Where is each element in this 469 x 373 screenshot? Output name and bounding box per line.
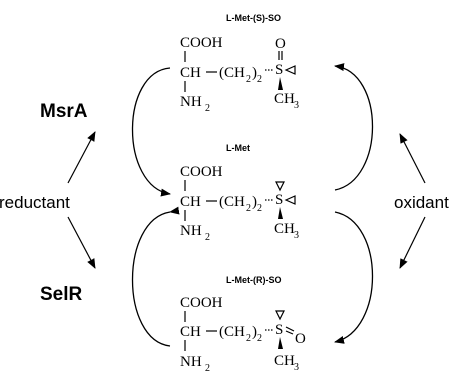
side-chain-open: (CH [219,194,245,210]
methyl-subscript: 3 [294,100,299,111]
arrow-oxidant-lower [399,216,426,269]
amino-subscript: 2 [205,363,210,373]
side-chain-count: 2 [257,74,262,85]
molecule-met: L-Met COOH CH (CH 2 ) 2 S NH 2 CH 3 [180,143,299,243]
amino-group: NH [180,354,202,370]
sulfur-atom: S [275,192,283,208]
amino-subscript: 2 [205,232,210,243]
methyl-group: CH [274,91,295,107]
molecule-title: L-Met [226,143,250,153]
amino-group: NH [180,223,202,239]
wedge-bond [278,77,283,90]
arrow-oxidant-upper [399,133,426,184]
side-chain-count: 2 [257,333,262,344]
carboxyl-group: COOH [180,35,223,51]
methyl-subscript: 3 [294,230,299,241]
side-chain-open: (CH [219,324,245,340]
sulfur-atom: S [275,62,283,78]
oxygen-atom: O [275,36,286,52]
wedge-bond [278,337,283,349]
alpha-carbon: CH [180,324,201,340]
lone-pair-icon [275,181,285,192]
side-chain-subscript: 2 [246,203,251,214]
carboxyl-group: COOH [180,295,223,311]
molecule-title: L-Met-(R)-SO [226,275,282,285]
lone-pair-icon [284,195,296,205]
methyl-subscript: 3 [294,362,299,373]
side-chain-open: (CH [219,65,245,81]
alpha-carbon: CH [180,194,201,210]
double-bond [285,330,294,335]
side-chain-count: 2 [257,203,262,214]
wedge-bond [278,207,283,219]
carboxyl-group: COOH [180,164,223,180]
methyl-group: CH [274,353,295,369]
double-bond [285,326,295,332]
side-chain-close: ) [252,65,257,81]
enzyme-label-msra: MsrA [40,101,88,122]
amino-subscript: 2 [205,103,210,114]
side-chain-subscript: 2 [246,333,251,344]
lone-pair-icon [275,310,285,321]
arrow-reductant-to-msra [67,131,96,184]
sulfur-atom: S [275,322,283,338]
molecule-met-s-so: L-Met-(S)-SO COOH CH (CH 2 ) 2 S O NH 2 … [180,13,299,114]
oxygen-atom: O [295,331,306,347]
oxidation-arc-upper [334,63,373,191]
lone-pair-icon [284,65,296,75]
side-chain-close: ) [252,324,257,340]
side-chain-close: ) [252,194,257,210]
side-chain-subscript: 2 [246,74,251,85]
molecule-met-r-so: L-Met-(R)-SO COOH CH (CH 2 ) 2 S O NH 2 … [180,275,306,373]
reagent-label-reductant: reductant [0,193,70,212]
oxidation-arc-lower [334,211,373,344]
methyl-group: CH [274,221,295,237]
molecule-title: L-Met-(S)-SO [226,13,281,23]
reagent-label-oxidant: oxidant [394,193,449,212]
enzyme-label-selr: SelR [40,284,83,305]
amino-group: NH [180,94,202,110]
alpha-carbon: CH [180,65,201,81]
reduction-arc-msra [132,67,171,197]
arrow-reductant-to-selr [67,216,96,269]
reduction-arc-selr [132,206,180,347]
